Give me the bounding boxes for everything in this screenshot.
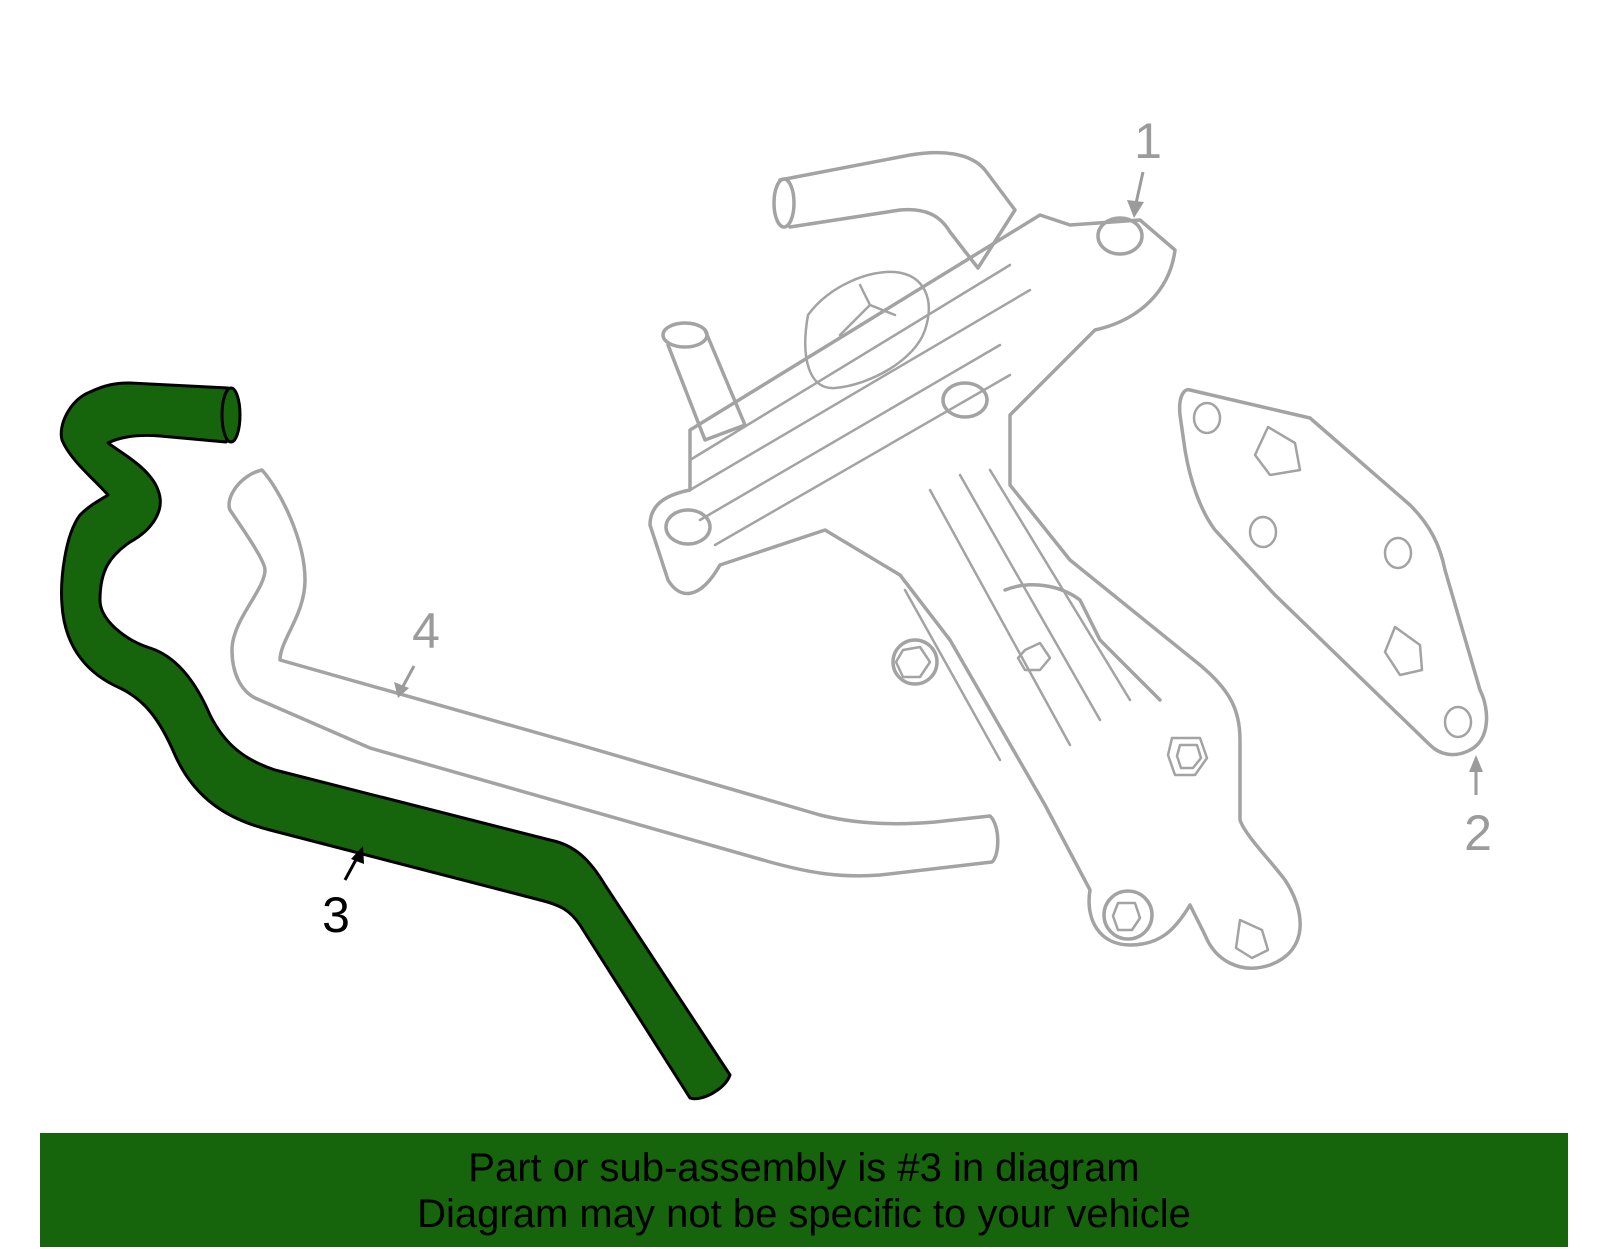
info-banner: Part or sub-assembly is #3 in diagram Di…	[40, 1133, 1568, 1247]
banner-line-2: Diagram may not be specific to your vehi…	[417, 1192, 1191, 1236]
callout-4: 4	[394, 603, 440, 698]
part-2-gasket-outline	[1177, 387, 1489, 757]
callout-2-label: 2	[1464, 805, 1492, 861]
part-3-hose-highlighted	[59, 381, 732, 1101]
callout-1: 1	[1127, 113, 1162, 218]
callout-1-label: 1	[1134, 113, 1162, 169]
callout-3: 3	[322, 846, 364, 943]
callout-3-label: 3	[322, 887, 350, 943]
part-1-cooler-outline	[648, 150, 1302, 970]
part-4-hose-outline	[227, 468, 1000, 878]
banner-line-1: Part or sub-assembly is #3 in diagram	[468, 1146, 1140, 1190]
callout-2: 2	[1464, 755, 1492, 861]
callout-4-label: 4	[412, 603, 440, 659]
